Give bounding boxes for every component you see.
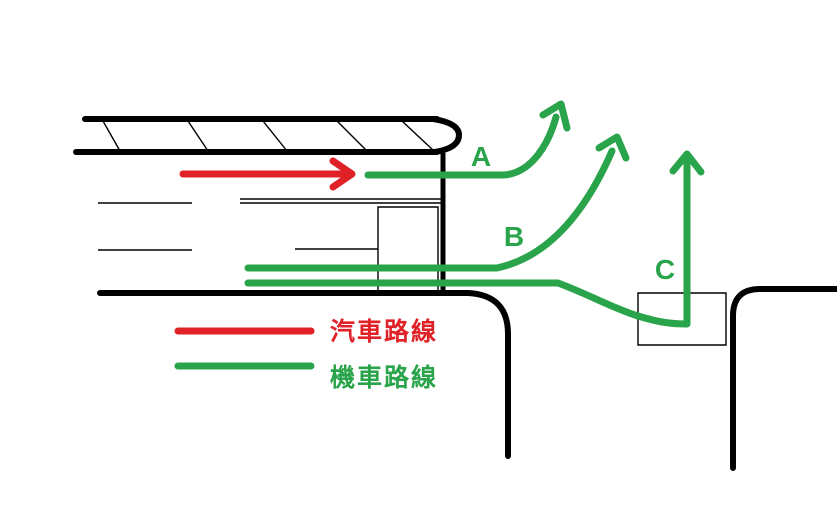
- motorcycle-route-b-arrowhead: [595, 133, 630, 162]
- waiting-box-right: [637, 292, 727, 346]
- median-hatch-1: [102, 120, 121, 152]
- curb-bottom-right-corner: [730, 286, 837, 471]
- car-route: [179, 157, 356, 191]
- lane-markings: [98, 198, 727, 346]
- motorcycle-routes: [244, 100, 705, 328]
- motorcycle-route-c-arrowhead: [669, 150, 705, 176]
- motorcycle-route-b-path: [244, 147, 616, 272]
- median-strip: [73, 116, 462, 155]
- route-c-label: C: [655, 254, 675, 285]
- car-route-arrowhead: [329, 157, 356, 191]
- route-a-label: A: [471, 141, 491, 172]
- median-hatch-4: [336, 120, 368, 152]
- median-hatch-3: [262, 120, 288, 152]
- legend-car-route-label: 汽車路線: [330, 317, 438, 346]
- legend-motorcycle-route-label: 機車路線: [330, 363, 438, 392]
- median-end-cap: [430, 116, 462, 155]
- route-b-label: B: [504, 221, 524, 252]
- motorcycle-route-a-arrowhead: [539, 100, 571, 132]
- motorcycle-route-a-path: [364, 113, 560, 179]
- waiting-box-left: [377, 206, 439, 293]
- motorcycle-route-c-path: [244, 159, 691, 328]
- median-hatch-2: [187, 120, 209, 152]
- curb-bottom-left-corner: [97, 290, 511, 459]
- legend: 汽車路線 機車路線: [174, 317, 438, 392]
- median-hatch-5: [401, 120, 435, 152]
